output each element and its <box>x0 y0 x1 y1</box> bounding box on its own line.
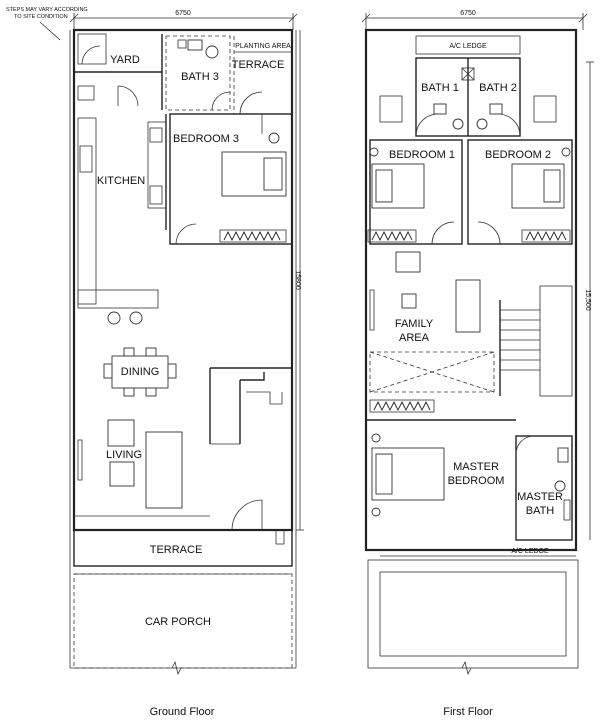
room-label-bath3: BATH 3 <box>181 71 219 83</box>
steps-note-line2: TO SITE CONDITION <box>14 14 68 20</box>
room-label-family-area-line1: FAMILY <box>395 318 434 330</box>
room-label-bedroom2: BEDROOM 2 <box>485 149 551 161</box>
sofa-living <box>145 431 183 509</box>
room-label-terrace-top: TERRACE <box>232 59 285 71</box>
ground-depth-dimension: 15800 <box>294 270 301 290</box>
ground-floor-plan: 6750 STEPS MAY VARY ACCORDING TO SITE CO… <box>6 7 304 718</box>
room-label-kitchen: KITCHEN <box>97 175 145 187</box>
first-depth-dimension: 15,500 <box>584 289 591 311</box>
first-floor-caption: First Floor <box>443 706 493 718</box>
dining-table <box>111 355 169 389</box>
room-label-bedroom1: BEDROOM 1 <box>389 149 455 161</box>
room-label-bedroom3: BEDROOM 3 <box>173 133 239 145</box>
first-width-dimension: 6750 <box>460 10 476 17</box>
room-label-master-bath-line1: MASTER <box>517 491 563 503</box>
ac-ledge-top-label: A/C LEDGE <box>449 43 487 50</box>
ground-width-dimension: 6750 <box>175 10 191 17</box>
room-label-bath1: BATH 1 <box>421 82 459 94</box>
room-label-terrace-front: TERRACE <box>150 544 203 556</box>
room-label-bath2: BATH 2 <box>479 82 517 94</box>
room-label-master-bedroom-line2: BEDROOM <box>448 475 505 487</box>
room-label-master-bath-line2: BATH <box>526 505 555 517</box>
ground-floor-caption: Ground Floor <box>150 706 215 718</box>
room-label-family-area-line2: AREA <box>399 332 430 344</box>
steps-note-line1: STEPS MAY VARY ACCORDING <box>6 7 88 13</box>
ac-ledge-bottom-label: A/C LEDGE <box>511 548 549 555</box>
first-floor-plan: 6750 15,500 A/C LEDGE BATH 1 BATH 2 BEDR… <box>361 10 594 718</box>
room-label-master-bedroom-line1: MASTER <box>453 461 499 473</box>
room-label-yard: YARD <box>110 54 140 66</box>
room-label-dining: DINING <box>121 366 160 378</box>
room-label-planting-area: PLANTING AREA <box>235 43 291 50</box>
room-label-living: LIVING <box>106 449 142 461</box>
room-label-car-porch: CAR PORCH <box>145 616 211 628</box>
